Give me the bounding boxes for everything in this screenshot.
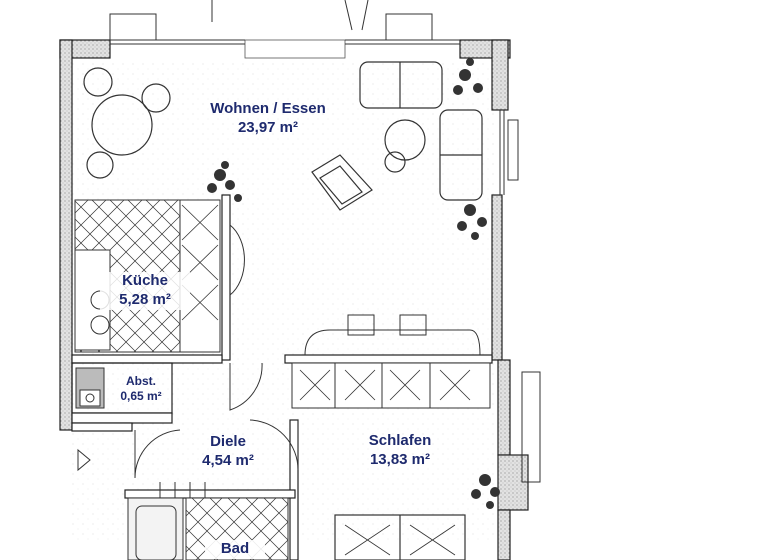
room-name: Diele [210,433,246,450]
room-label-diele: Diele 4,54 m² [178,433,278,471]
bed [334,514,466,560]
doors [77,362,299,498]
room-area: 5,28 m² [119,290,171,308]
plants [207,58,500,509]
exterior-walls [59,39,529,560]
room-label-kueche: Küche 5,28 m² [100,272,190,310]
room-label-abst: Abst. 0,65 m² [108,374,174,404]
abst-fixture [75,367,105,409]
dining-table [83,67,171,179]
sofa [359,61,483,201]
room-name: Schlafen [368,432,432,449]
room-name: Bad [220,540,250,557]
room-name: Wohnen / Essen [210,100,326,117]
room-label-schlafen: Schlafen 13,83 m² [340,432,460,470]
room-name: Küche [122,272,168,289]
bath-fixtures [127,497,289,560]
desk [304,314,481,356]
room-area: 23,97 m² [237,118,299,136]
room-name: Abst. [126,374,156,388]
wardrobe [291,362,491,409]
windows-right [499,110,541,483]
armchair [311,154,373,211]
room-area: 4,54 m² [202,451,254,469]
room-area: 0,65 m² [120,389,162,403]
coffee-table [384,119,426,173]
windows-top [109,0,460,45]
interior-walls [71,194,493,560]
room-area: 13,83 m² [369,450,431,468]
room-label-wohnen: Wohnen / Essen 23,97 m² [178,100,358,138]
room-label-bad: Bad [205,540,265,559]
